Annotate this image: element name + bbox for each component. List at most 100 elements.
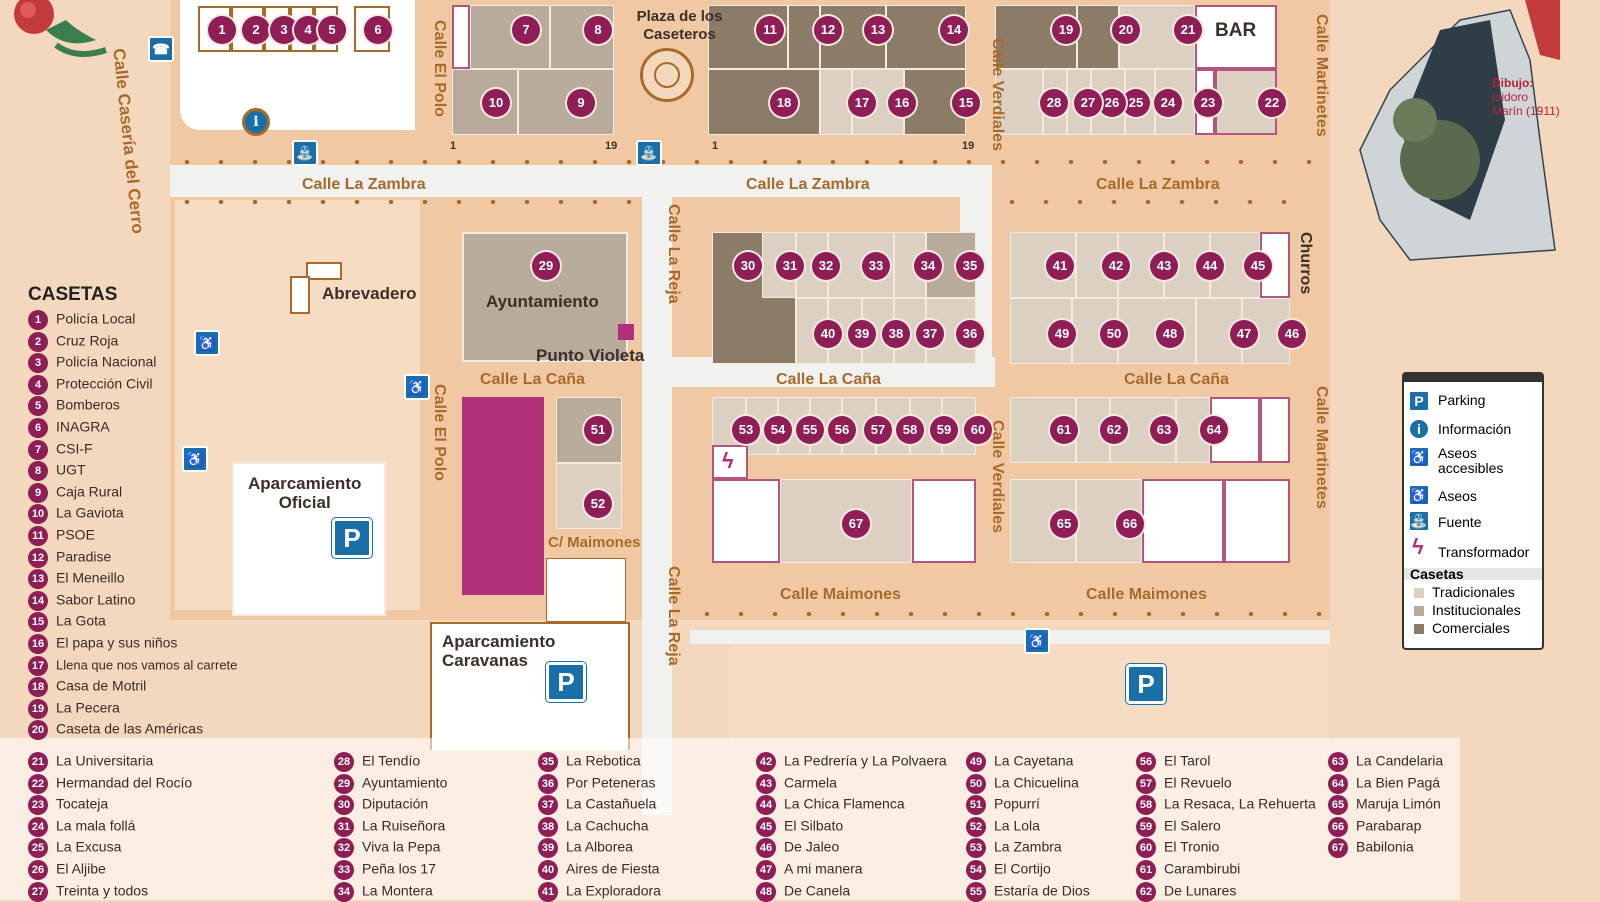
stand-marker-61[interactable]: 61 [1050,416,1078,444]
stand-marker-55[interactable]: 55 [796,416,824,444]
stand-marker-24[interactable]: 24 [1154,89,1182,117]
stand-marker-20[interactable]: 20 [1112,16,1140,44]
stand-marker-18[interactable]: 18 [770,89,798,117]
aparcamiento-caravanas-area [430,622,630,750]
stand-marker-51[interactable]: 51 [584,416,612,444]
legend-number: 9 [28,482,48,503]
stand-marker-3[interactable]: 3 [270,16,298,44]
stand-marker-16[interactable]: 16 [888,89,916,117]
phone-icon[interactable]: ☎ [148,36,174,62]
legend-name: La Castañuela [566,795,657,812]
stand-marker-42[interactable]: 42 [1102,252,1130,280]
stand-marker-14[interactable]: 14 [940,16,968,44]
street-cana: Calle La Caña [480,371,585,388]
stand-marker-22[interactable]: 22 [1258,89,1286,117]
stand-marker-35[interactable]: 35 [956,252,984,280]
stand-marker-50[interactable]: 50 [1100,320,1128,348]
parking-icon[interactable]: P [546,662,586,702]
stand-marker-67[interactable]: 67 [842,510,870,538]
accessible-toilet-icon[interactable]: ♿ [182,446,208,472]
stand-marker-12[interactable]: 12 [814,16,842,44]
stand-marker-27[interactable]: 27 [1074,89,1102,117]
stand-marker-43[interactable]: 43 [1150,252,1178,280]
legend-number: 65 [1328,795,1348,816]
stand-marker-58[interactable]: 58 [896,416,924,444]
stand-marker-44[interactable]: 44 [1196,252,1224,280]
stand-marker-31[interactable]: 31 [776,252,804,280]
toilet-icon[interactable]: ♿ [1024,628,1050,654]
stand-marker-5[interactable]: 5 [318,16,346,44]
stand-marker-45[interactable]: 45 [1244,252,1272,280]
stand-marker-36[interactable]: 36 [956,320,984,348]
stand-marker-65[interactable]: 65 [1050,510,1078,538]
toilet-icon[interactable]: ♿ [404,374,430,400]
stand-marker-38[interactable]: 38 [882,320,910,348]
stand-marker-48[interactable]: 48 [1156,320,1184,348]
legend-bottom-band [0,738,1460,900]
stand-marker-53[interactable]: 53 [732,416,760,444]
stand-marker-47[interactable]: 47 [1230,320,1258,348]
fountain-icon[interactable]: ⛲ [636,140,662,166]
street-la-reja: Calle La Reja [665,204,682,304]
street-el-polo: Calle El Polo [431,384,448,481]
stand-marker-6[interactable]: 6 [364,16,392,44]
stand-marker-49[interactable]: 49 [1048,320,1076,348]
legend-name: Hermandad del Rocío [56,774,193,791]
stand-marker-46[interactable]: 46 [1278,320,1306,348]
legend-name: Por Peteneras [566,774,656,791]
stand-marker-60[interactable]: 60 [964,416,992,444]
stand-marker-10[interactable]: 10 [482,89,510,117]
stand-marker-56[interactable]: 56 [828,416,856,444]
stand-marker-13[interactable]: 13 [864,16,892,44]
stand-marker-26[interactable]: 26 [1098,89,1126,117]
stand-marker-23[interactable]: 23 [1194,89,1222,117]
fountain-icon[interactable]: ⛲ [292,140,318,166]
stand-marker-17[interactable]: 17 [848,89,876,117]
legend-number: 34 [334,881,354,902]
stand-marker-37[interactable]: 37 [916,320,944,348]
stand-28 [995,69,1043,135]
stand-marker-39[interactable]: 39 [848,320,876,348]
parking-icon[interactable]: P [1126,664,1166,704]
legend-number: 61 [1136,860,1156,880]
stand-marker-9[interactable]: 9 [567,89,595,117]
stand-marker-52[interactable]: 52 [584,490,612,518]
stand-marker-64[interactable]: 64 [1200,416,1228,444]
stand-marker-25[interactable]: 25 [1122,89,1150,117]
stand-marker-1[interactable]: 1 [208,16,236,44]
stand-marker-40[interactable]: 40 [814,320,842,348]
parking-icon[interactable]: P [332,518,372,558]
stand-marker-15[interactable]: 15 [952,89,980,117]
street-verdiales: Calle Verdiales [989,420,1006,533]
stand-marker-4[interactable]: 4 [294,16,322,44]
stand-marker-21[interactable]: 21 [1174,16,1202,44]
stand-marker-33[interactable]: 33 [862,252,890,280]
stand-marker-32[interactable]: 32 [812,252,840,280]
stand-marker-41[interactable]: 41 [1046,252,1074,280]
legend-number: 50 [966,773,986,794]
stand-marker-66[interactable]: 66 [1116,510,1144,538]
stand-marker-29[interactable]: 29 [532,252,560,280]
legend-name: El Cortijo [994,860,1051,877]
stand-marker-34[interactable]: 34 [914,252,942,280]
info-icon[interactable]: i [242,108,270,136]
stand-marker-54[interactable]: 54 [764,416,792,444]
stand-marker-59[interactable]: 59 [930,416,958,444]
legend-number: 28 [334,752,354,772]
stand-marker-28[interactable]: 28 [1040,89,1068,117]
stand-marker-57[interactable]: 57 [864,416,892,444]
legend-name: Babilonia [1356,839,1414,856]
stand-marker-11[interactable]: 11 [756,16,784,44]
stand-marker-63[interactable]: 63 [1150,416,1178,444]
stand-marker-7[interactable]: 7 [512,16,540,44]
stand-marker-30[interactable]: 30 [734,252,762,280]
stand-marker-62[interactable]: 62 [1100,416,1128,444]
stand-marker-19[interactable]: 19 [1052,16,1080,44]
legend-name: El Meneillo [56,569,125,586]
stand-marker-8[interactable]: 8 [584,16,612,44]
toilet-icon[interactable]: ♿ [194,330,220,356]
stand-marker-2[interactable]: 2 [242,16,270,44]
